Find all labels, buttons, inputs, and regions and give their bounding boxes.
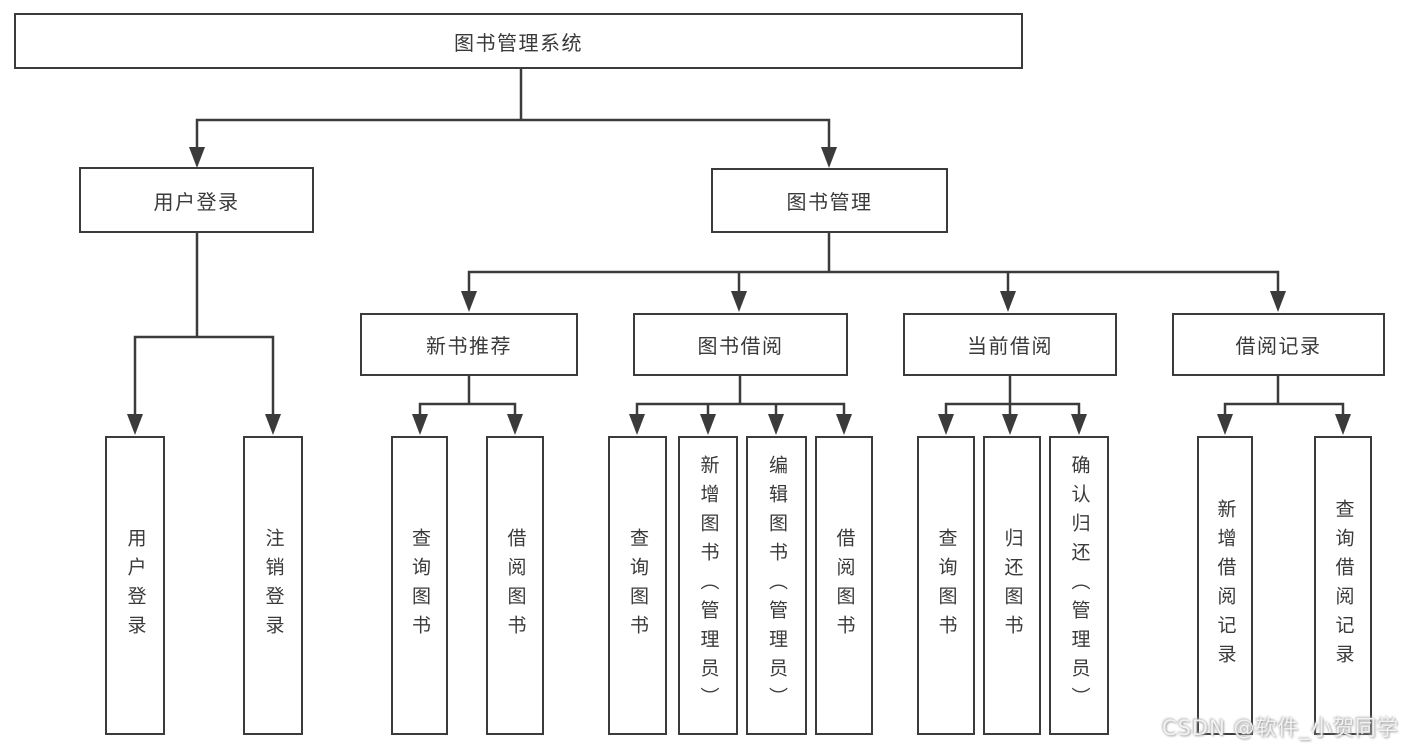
leaf-label: 新增借阅记录 [1214, 498, 1237, 673]
leaf-add-borrow-record: 新增借阅记录 [1197, 436, 1253, 735]
leaf-edit-book-admin: 编辑图书（管理员） [746, 436, 807, 735]
node-label: 图书管理系统 [454, 30, 583, 55]
node-label: 当前借阅 [967, 334, 1053, 358]
leaf-label: 借阅图书 [504, 527, 527, 644]
leaf-label: 查询借阅记录 [1332, 498, 1355, 673]
leaf-borrow-books-recommend: 借阅图书 [486, 436, 544, 735]
leaf-label: 新增图书（管理员） [697, 455, 720, 716]
node-label: 图书管理 [786, 190, 873, 214]
leaf-return-book: 归还图书 [983, 436, 1041, 735]
leaf-query-books-current: 查询图书 [917, 436, 975, 735]
node-label: 用户登录 [153, 189, 240, 214]
csdn-watermark: CSDN @软件_小贺同学 [1161, 716, 1399, 740]
leaf-query-books-recommend: 查询图书 [391, 436, 448, 735]
node-label: 新书推荐 [426, 334, 512, 358]
leaf-logout: 注销登录 [243, 436, 303, 735]
leaf-query-books-borrow: 查询图书 [608, 436, 667, 735]
node-new-book-recommendation: 新书推荐 [360, 313, 578, 376]
leaf-label: 查询图书 [409, 527, 431, 644]
leaf-label: 注销登录 [262, 527, 285, 644]
leaf-label: 编辑图书（管理员） [766, 455, 788, 716]
node-current-borrowing: 当前借阅 [903, 313, 1117, 376]
leaf-borrow-books-borrow: 借阅图书 [815, 436, 873, 735]
leaf-label: 查询图书 [627, 527, 649, 644]
leaf-user-login: 用户登录 [105, 436, 165, 735]
node-user-login: 用户登录 [79, 167, 314, 233]
leaf-add-book-admin: 新增图书（管理员） [678, 436, 738, 735]
leaf-label: 借阅图书 [833, 527, 856, 644]
leaf-label: 查询图书 [935, 527, 958, 644]
leaf-confirm-return-admin: 确认归还（管理员） [1049, 436, 1109, 735]
leaf-label: 归还图书 [1001, 527, 1024, 644]
leaf-label: 用户登录 [124, 527, 147, 644]
leaf-label: 确认归还（管理员） [1068, 455, 1091, 716]
node-label: 图书借阅 [697, 334, 784, 358]
node-label: 借阅记录 [1235, 334, 1322, 358]
node-book-management: 图书管理 [711, 168, 948, 233]
leaf-query-borrow-record: 查询借阅记录 [1314, 436, 1372, 735]
node-borrowing-records: 借阅记录 [1172, 313, 1385, 376]
node-library-management-system: 图书管理系统 [14, 13, 1023, 69]
node-book-borrowing: 图书借阅 [633, 313, 848, 376]
